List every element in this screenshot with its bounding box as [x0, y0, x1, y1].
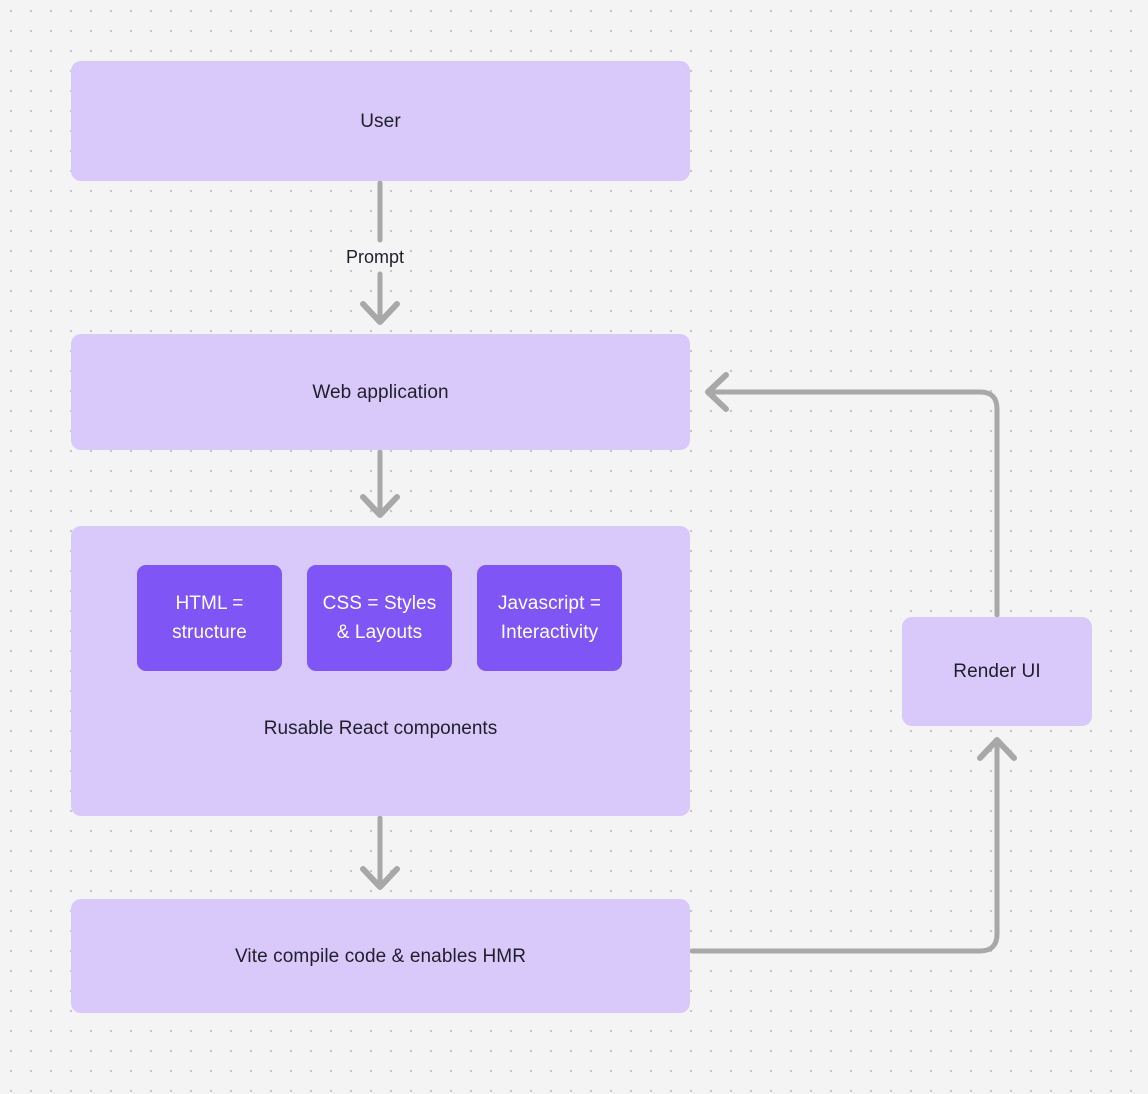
node-web-application[interactable]: Web application [71, 334, 690, 450]
node-components-caption: Rusable React components [263, 718, 498, 739]
node-javascript-label: Javascript = Interactivity [497, 593, 602, 643]
edge-components-to-vite [360, 815, 400, 890]
node-render-ui[interactable]: Render UI [902, 617, 1092, 726]
node-user-label: User [360, 110, 401, 132]
node-html[interactable]: HTML = structure [137, 565, 282, 671]
edge-vite-to-render-ui [689, 737, 1017, 954]
node-css-label: CSS = Styles & Layouts [322, 593, 437, 643]
node-javascript[interactable]: Javascript = Interactivity [477, 565, 622, 671]
edge-label-prompt: Prompt [341, 246, 410, 268]
edge-web-application-to-components [360, 449, 400, 518]
node-components[interactable]: HTML = structure CSS = Styles & Layouts … [71, 526, 690, 816]
node-web-application-label: Web application [312, 381, 449, 403]
edge-render-ui-to-web-application [705, 372, 1000, 618]
node-render-ui-label: Render UI [953, 661, 1041, 682]
node-css[interactable]: CSS = Styles & Layouts [307, 565, 452, 671]
node-vite-label: Vite compile code & enables HMR [234, 945, 527, 967]
node-html-label: HTML = structure [172, 593, 247, 643]
node-user[interactable]: User [71, 61, 690, 181]
node-vite[interactable]: Vite compile code & enables HMR [71, 899, 690, 1013]
